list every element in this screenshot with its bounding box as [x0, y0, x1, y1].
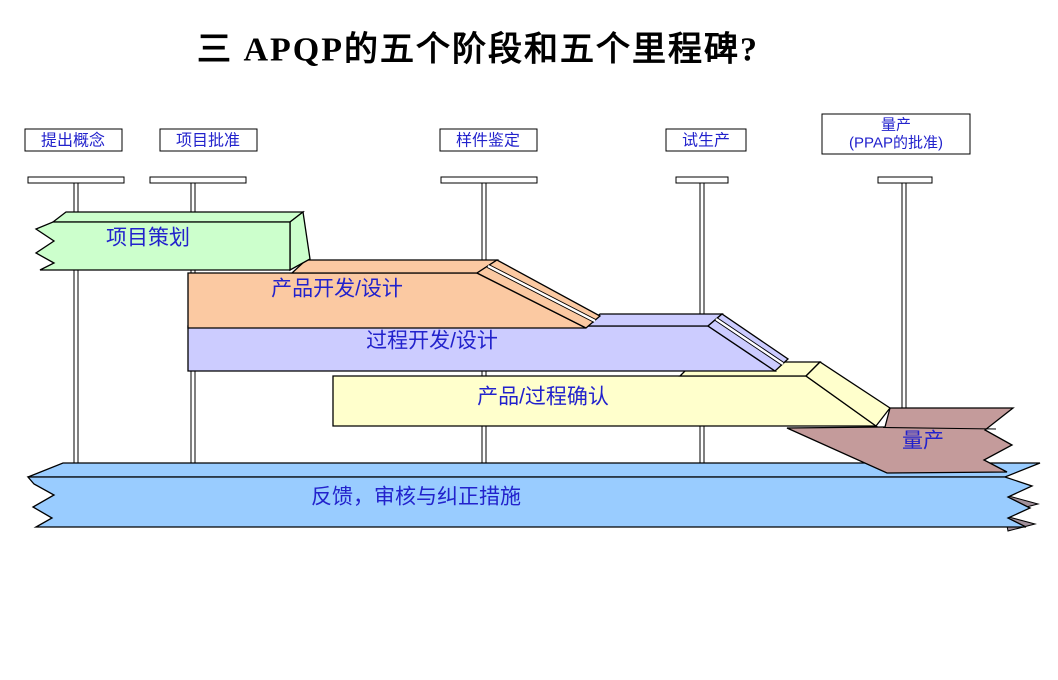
product-design-ramp-seam-line-a	[486, 266, 595, 323]
project-planning-bar-label: 项目策划	[106, 227, 190, 250]
milestone-box-2	[159, 128, 258, 152]
validation-bar-label: 产品/过程确认	[477, 386, 609, 409]
milestone-label-4: 试生产	[682, 132, 730, 150]
product-design-bar-label: 产品开发/设计	[271, 278, 403, 301]
milestone-box-5	[821, 113, 971, 155]
post-crossbar-1	[27, 176, 125, 184]
milestone-label-2: 项目批准	[176, 132, 240, 150]
milestone-label-5-line2: (PPAP的批准)	[849, 135, 943, 152]
product-design-ramp-seam-gap	[487, 264, 596, 323]
process-design-ramp-seam-line-b	[716, 317, 785, 363]
post-crossbar-5	[877, 176, 933, 184]
post-crossbar-2	[149, 176, 247, 184]
phase-bar-validation: 产品/过程确认	[332, 361, 891, 427]
project-planning-bar-front-face	[34, 221, 291, 271]
validation-bar-ramp	[804, 361, 891, 427]
feedback-bar-label: 反馈，审核与纠正措施	[311, 486, 521, 509]
milestone-label-1: 提出概念	[41, 131, 105, 150]
project-planning-bar-top-face	[51, 211, 305, 223]
product-design-ramp-seam-line-b	[488, 264, 597, 321]
milestone-box-1	[24, 128, 123, 152]
milestone-box-4	[665, 128, 747, 152]
feedback-bar-front-face	[26, 476, 1034, 528]
phase-bar-process-design: 过程开发/设计	[187, 313, 790, 372]
milestone-label-3: 样件鉴定	[456, 132, 520, 150]
product-design-bar-top-face	[290, 259, 500, 274]
mass-production-bar-label: 量产	[902, 430, 944, 453]
milestone-label-5-line1: 量产	[881, 117, 911, 134]
process-design-ramp-seam-gap	[715, 318, 784, 365]
page-title: 三 APQP的五个阶段和五个里程碑?	[197, 30, 759, 69]
phase-bar-mass-production: 量产	[786, 407, 1015, 474]
phase-bar-project-planning: 项目策划	[34, 210, 311, 272]
project-planning-bar-right-face	[289, 210, 311, 272]
milestone-labels: 提出概念 项目批准 样件鉴定 试生产 量产 (PPAP的批准)	[24, 113, 971, 155]
post-crossbar-4	[675, 176, 729, 184]
phase-bar-product-design: 产品开发/设计	[187, 259, 602, 329]
milestone-box-3	[439, 128, 538, 152]
mass-production-bar-crease	[882, 426, 997, 430]
phase-bar-feedback: 反馈，审核与纠正措施	[26, 462, 1041, 528]
process-design-bar-top-face	[584, 313, 724, 327]
post-crossbar-3	[440, 176, 538, 184]
process-design-bar-label: 过程开发/设计	[366, 330, 498, 353]
process-design-ramp-seam-line-a	[714, 320, 783, 366]
